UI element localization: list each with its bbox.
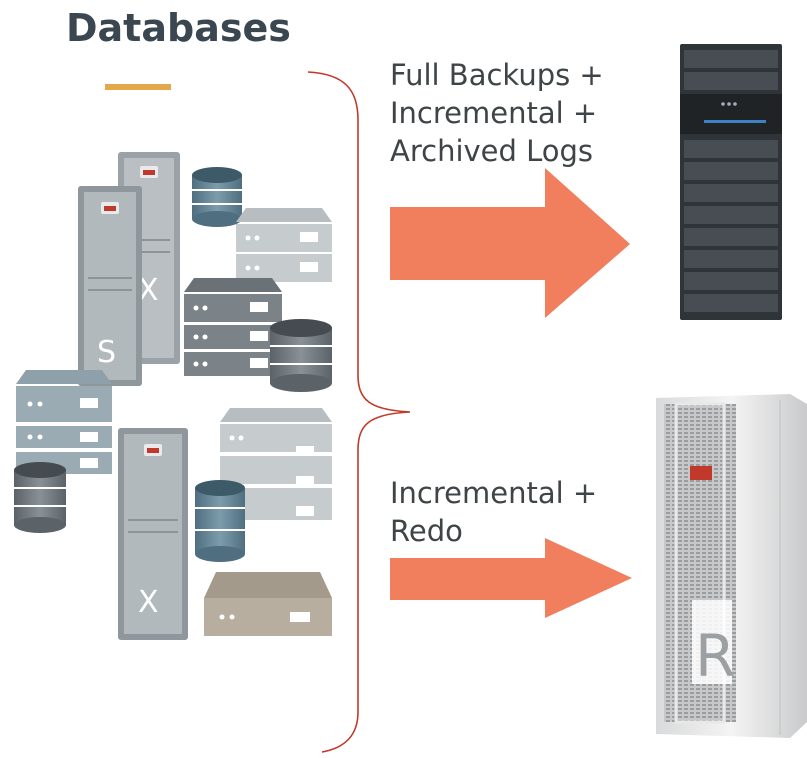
- backup-path-label: Full Backups + Incremental + Archived Lo…: [390, 56, 604, 170]
- tower-server-letter: S: [97, 335, 116, 370]
- database-icon: [270, 319, 332, 392]
- appliance-badge-letter: R: [695, 622, 735, 690]
- database-icon: [192, 167, 242, 227]
- database-icon: [14, 462, 66, 533]
- title-underline: [105, 84, 171, 90]
- backup-path-line-1: Full Backups +: [390, 58, 604, 92]
- backup-path-line-3: Archived Logs: [390, 134, 594, 168]
- rack-server-icon: [236, 208, 332, 282]
- recovery-path-line-2: Redo: [390, 514, 463, 548]
- backup-arrow: [390, 168, 630, 318]
- rack-server-icon: [16, 370, 112, 474]
- grouping-brace: [307, 71, 411, 753]
- rack-server-icon: [220, 408, 332, 520]
- page-title: Databases: [66, 6, 291, 50]
- recovery-arrow: [390, 538, 632, 618]
- storage-server-icon: [680, 44, 782, 320]
- recovery-appliance-icon: R: [656, 394, 807, 738]
- tower-server-icon: X: [118, 428, 188, 640]
- tower-server-letter: X: [138, 585, 159, 620]
- recovery-path-label: Incremental + Redo: [390, 474, 597, 550]
- database-icon: [195, 480, 245, 562]
- rack-server-icon: [204, 572, 332, 636]
- database-servers-cluster: X S: [14, 152, 332, 640]
- recovery-path-line-1: Incremental +: [390, 476, 598, 510]
- backup-path-line-2: Incremental +: [390, 96, 598, 130]
- tower-server-icon: S: [78, 186, 142, 386]
- rack-server-icon: [184, 278, 282, 376]
- tower-server-letter: X: [138, 273, 159, 308]
